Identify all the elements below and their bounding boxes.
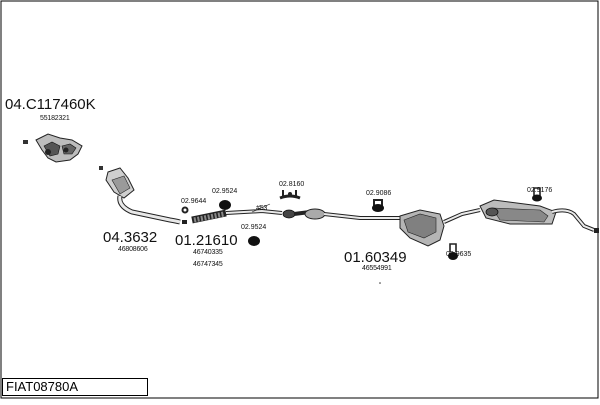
- clamp-label: #53: [256, 205, 267, 212]
- fitting-02-9086[interactable]: [372, 199, 384, 212]
- fitting-02-9524-bottom-label: 02.9524: [241, 224, 266, 231]
- fitting-02-9644[interactable]: [181, 206, 189, 214]
- front-pipe-part-drawing[interactable]: [191, 203, 283, 224]
- fitting-02-8160-label: 02.8160: [279, 181, 304, 188]
- intermediate-pipe-drawing[interactable]: [279, 190, 400, 220]
- catalyst-part-drawing[interactable]: [99, 166, 187, 225]
- fitting-02-9524-top-label: 02.9524: [212, 188, 237, 195]
- manifold-part-drawing[interactable]: [23, 133, 83, 163]
- fitting-02-9086-label: 02.9086: [366, 190, 391, 197]
- front-pipe-oem-number-1: 46740335: [193, 249, 223, 256]
- front-pipe-part-code: 01.21610: [175, 232, 238, 249]
- catalyst-oem-number: 46808606: [118, 246, 148, 253]
- diagram-title: FIAT08780A: [2, 378, 148, 396]
- fitting-02-9524-bottom[interactable]: [248, 236, 260, 246]
- manifold-oem-number: 55182321: [40, 115, 70, 122]
- manifold-part-code: 04.C117460K: [5, 96, 96, 113]
- fitting-02-9176[interactable]: [532, 187, 542, 202]
- fitting-02-9635-label: 02.9635: [446, 251, 471, 258]
- rear-silencer-part-code: 01.60349: [344, 249, 407, 266]
- front-pipe-oem-number-2: 46747345: [193, 261, 223, 268]
- rear-silencer-oem-number: 46554991: [362, 265, 392, 272]
- catalyst-part-code: 04.3632: [103, 229, 157, 246]
- fitting-02-9176-label: 02.9176: [527, 187, 552, 194]
- rear-silencer-drawing[interactable]: [399, 208, 481, 247]
- fitting-02-9644-label: 02.9644: [181, 198, 206, 205]
- tail-silencer-drawing[interactable]: [479, 199, 599, 233]
- fitting-02-9524-top[interactable]: [219, 200, 231, 210]
- fitting-02-9635[interactable]: [448, 243, 458, 260]
